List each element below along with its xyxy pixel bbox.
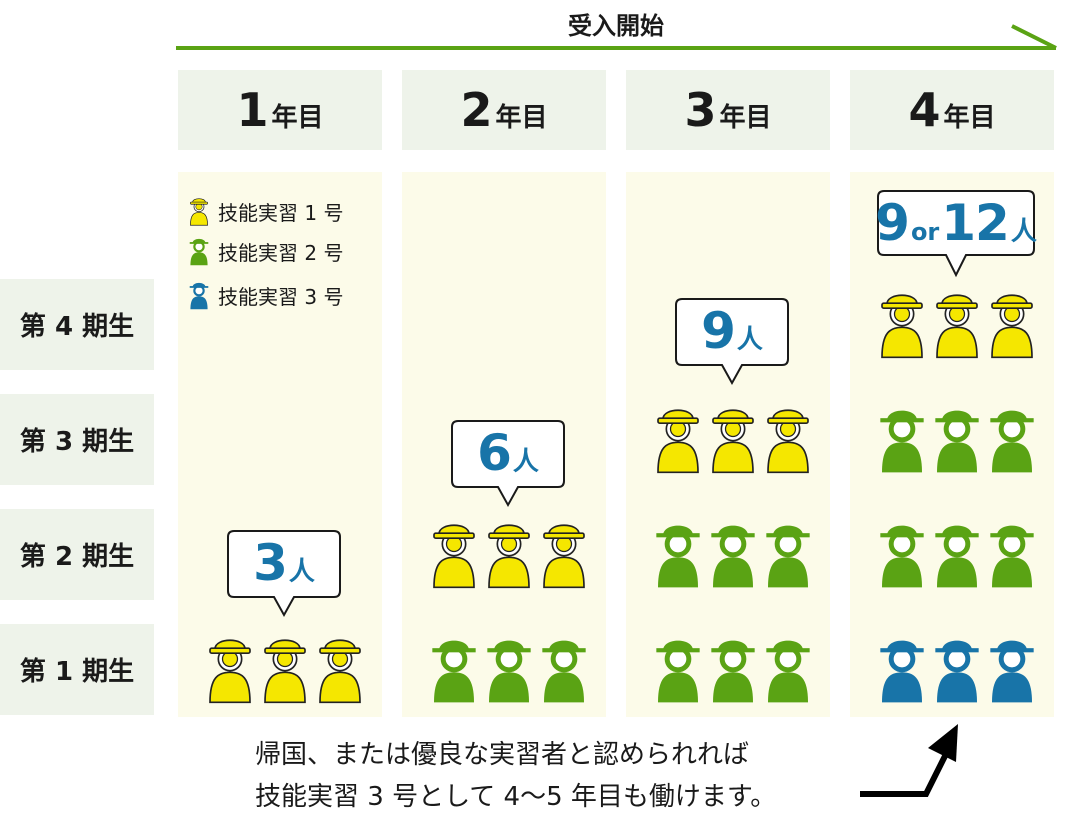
- year-suffix: 年目: [943, 102, 996, 133]
- worker-icon: [656, 525, 700, 588]
- year-number: 4: [908, 83, 940, 137]
- worker-icon: [711, 525, 755, 588]
- bubble-number: 9: [875, 194, 910, 252]
- year-number: 2: [460, 83, 492, 137]
- worker-icon: [881, 294, 923, 359]
- legend-item-stage2: 技能実習 2 号: [188, 236, 343, 266]
- worker-icon: [319, 639, 361, 704]
- period-label-4: 第 4 期生: [0, 279, 154, 370]
- worker-icon: [990, 640, 1034, 703]
- year-suffix: 年目: [495, 102, 548, 133]
- legend-label: 技能実習 2 号: [218, 240, 344, 265]
- worker-icon: [880, 525, 924, 588]
- worker-icon: [880, 640, 924, 703]
- bubble-number: 3: [253, 534, 288, 592]
- period-label-1: 第 1 期生: [0, 624, 154, 715]
- bubble-unit: 人: [288, 557, 315, 587]
- legend-label: 技能実習 3 号: [218, 284, 344, 309]
- bubble-unit: 人: [512, 447, 539, 477]
- worker-icon: [766, 640, 810, 703]
- bubble-unit: 人: [1010, 217, 1037, 247]
- timeline-title: 受入開始: [568, 12, 664, 40]
- worker-icon: [433, 524, 475, 589]
- worker-icon: [880, 410, 924, 473]
- year-number: 1: [236, 83, 268, 137]
- worker-icon: [189, 238, 209, 266]
- callout-bubble-4: [877, 190, 1035, 278]
- worker-icon: [767, 409, 809, 474]
- note-line-1: 帰国、または優良な実習者と認められれば: [255, 740, 750, 770]
- bubble-number: 6: [477, 424, 512, 482]
- bubble-unit: 人: [736, 325, 763, 355]
- worker-icon: [190, 198, 208, 226]
- worker-icon: [542, 640, 586, 703]
- timeline-arrow: [176, 24, 1057, 50]
- worker-icon: [991, 294, 1033, 359]
- worker-icon: [936, 294, 978, 359]
- worker-icon: [712, 409, 754, 474]
- year-column-1: [178, 172, 382, 717]
- year-number: 3: [684, 83, 716, 137]
- callout-bubble-1: [227, 530, 341, 618]
- worker-icon: [543, 524, 585, 589]
- legend-item-stage1: 技能実習 1 号: [188, 196, 343, 226]
- worker-icon: [656, 640, 700, 703]
- period-label-2: 第 2 期生: [0, 509, 154, 600]
- year-suffix: 年目: [719, 102, 772, 133]
- worker-icon: [990, 525, 1034, 588]
- note-line-2: 技能実習 3 号として 4～5 年目も働けます。: [255, 782, 777, 812]
- worker-icon: [657, 409, 699, 474]
- bubble-number-alt: 12: [941, 194, 1010, 252]
- worker-icon: [766, 525, 810, 588]
- worker-icon: [990, 410, 1034, 473]
- bubble-number: 9: [701, 302, 736, 360]
- worker-icon: [209, 639, 251, 704]
- worker-icon: [711, 640, 755, 703]
- period-label-3: 第 3 期生: [0, 394, 154, 485]
- legend-label: 技能実習 1 号: [218, 200, 344, 225]
- worker-icon: [935, 410, 979, 473]
- note-text: 帰国、または優良な実習者と認められれば 技能実習 3 号として 4～5 年目も働…: [255, 734, 776, 818]
- callout-bubble-2: [451, 420, 565, 508]
- callout-bubble-3: [675, 298, 789, 386]
- bent-arrow-icon: [860, 724, 958, 797]
- legend-item-stage3: 技能実習 3 号: [188, 280, 343, 310]
- year-suffix: 年目: [271, 102, 324, 133]
- worker-icon: [487, 640, 531, 703]
- worker-icon: [189, 282, 209, 310]
- worker-icon: [264, 639, 306, 704]
- bubble-or: or: [910, 218, 940, 246]
- worker-icon: [488, 524, 530, 589]
- worker-icon: [935, 640, 979, 703]
- worker-icon: [935, 525, 979, 588]
- worker-icon: [432, 640, 476, 703]
